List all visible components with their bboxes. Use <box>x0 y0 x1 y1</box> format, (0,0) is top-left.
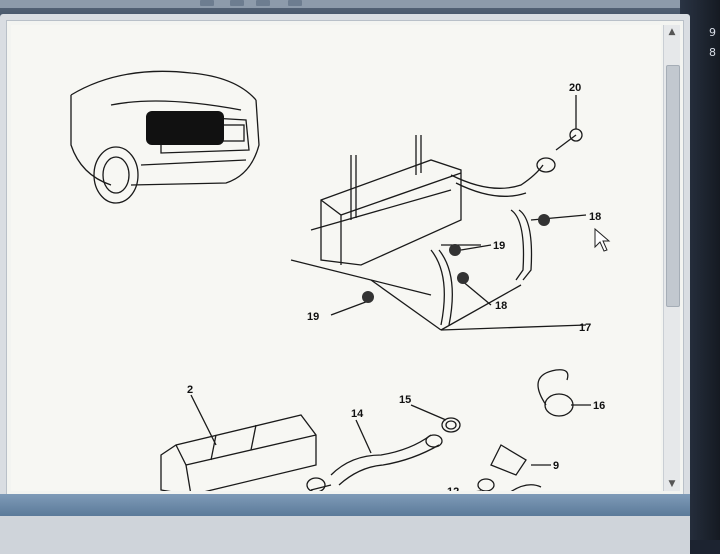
callout-18a: 18 <box>589 211 601 223</box>
document-frame: 20 18 19 18 19 17 2 14 15 16 9 12 ▲ ▼ <box>6 20 684 508</box>
callout-17: 17 <box>579 322 591 334</box>
toolbar-button[interactable] <box>288 0 302 6</box>
app-toolbar-strip <box>0 0 700 8</box>
callout-9: 9 <box>553 460 559 472</box>
callout-15: 15 <box>399 394 411 406</box>
status-bar <box>0 494 690 516</box>
callout-2: 2 <box>187 384 193 396</box>
side-text: 9 <box>709 26 716 39</box>
callout-12: 12 <box>447 486 459 491</box>
redaction-block <box>146 111 224 145</box>
scroll-up-arrow-icon[interactable]: ▲ <box>668 27 676 37</box>
tank-assembly-upper <box>290 95 587 331</box>
diagram-viewport[interactable]: 20 18 19 18 19 17 2 14 15 16 9 12 <box>11 25 661 491</box>
mouse-cursor-icon <box>594 227 611 252</box>
scroll-down-arrow-icon[interactable]: ▼ <box>668 479 676 489</box>
nut-19a <box>449 244 461 256</box>
document-window: 20 18 19 18 19 17 2 14 15 16 9 12 ▲ ▼ <box>0 14 690 554</box>
scrollbar-thumb[interactable] <box>666 65 680 307</box>
callout-16: 16 <box>593 400 605 412</box>
tank-assembly-lower <box>160 369 591 491</box>
toolbar-button[interactable] <box>230 0 244 6</box>
bottom-panel <box>0 516 690 554</box>
vertical-scrollbar[interactable]: ▲ ▼ <box>663 25 680 491</box>
toolbar-button[interactable] <box>256 0 270 6</box>
parts-diagram: 20 18 19 18 19 17 2 14 15 16 9 12 <box>70 70 611 491</box>
side-text: 8 <box>709 46 716 59</box>
callout-19a: 19 <box>493 240 505 252</box>
toolbar-button[interactable] <box>200 0 214 6</box>
nut-19b <box>362 291 374 303</box>
nut-18a <box>538 214 550 226</box>
callout-20: 20 <box>569 82 581 94</box>
callout-19b: 19 <box>307 311 319 323</box>
callout-18b: 18 <box>495 300 507 312</box>
callout-14: 14 <box>351 408 364 420</box>
nut-18b <box>457 272 469 284</box>
